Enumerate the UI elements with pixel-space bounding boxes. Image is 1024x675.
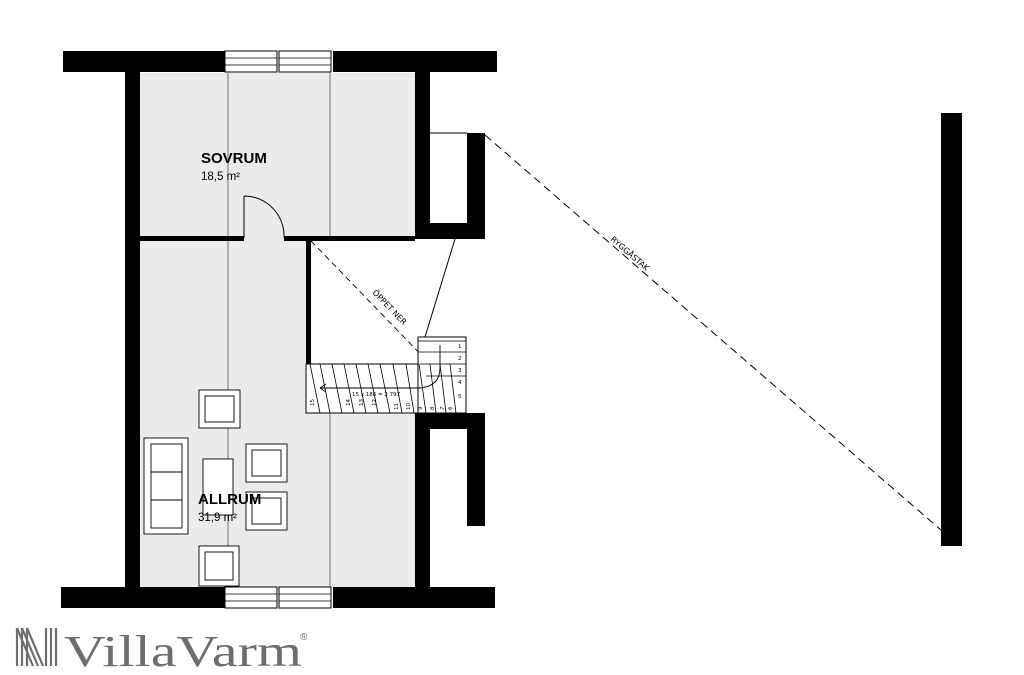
stair-diagonal <box>310 240 431 365</box>
wall-right-upper <box>415 72 430 239</box>
wall-bottom-right <box>333 587 495 608</box>
armchair <box>198 545 240 587</box>
stair-tread <box>367 363 379 414</box>
stair-tread <box>439 363 447 414</box>
allrum-floor-lower <box>308 413 415 587</box>
stair-step-number: 6 <box>448 406 454 410</box>
stair-step-number: 8 <box>430 406 436 410</box>
logo-mark-icon <box>15 627 58 667</box>
stair-tread <box>309 363 321 414</box>
wall-bottom-left <box>61 587 225 608</box>
sofa <box>143 437 189 535</box>
roof-dashed-line <box>484 134 942 531</box>
gable-wall <box>941 113 962 546</box>
stair-spec: 15 x 186 = 2 797 <box>352 392 401 398</box>
sovrum-floor <box>140 73 415 239</box>
wall-left <box>125 72 140 587</box>
stair-step-number: 7 <box>440 406 446 410</box>
partition-left <box>140 236 244 241</box>
dormer-lower-side <box>467 413 485 526</box>
stair-step-number: 4 <box>458 380 462 386</box>
stair-tread <box>355 363 367 414</box>
roof-ridge-label: RYGGÅSTAK <box>609 233 653 273</box>
stair-step-number: 11 <box>394 403 400 410</box>
stair-step-number: 13 <box>359 399 365 406</box>
logo-registered: ® <box>300 632 308 643</box>
stair-opening-floor <box>311 241 415 364</box>
partition-right <box>284 236 415 241</box>
door <box>243 195 285 239</box>
allrum-name: ALLRUM <box>198 491 261 508</box>
stair-step-number: 10 <box>406 403 412 410</box>
stair-tread <box>449 363 457 414</box>
window-bottom <box>224 586 332 609</box>
wall-top-right <box>333 51 497 72</box>
stair-tread <box>331 363 343 414</box>
stair-tread <box>319 363 331 414</box>
stair-tread <box>343 363 355 414</box>
stair-step-number: 3 <box>458 368 462 374</box>
armchair <box>245 491 288 531</box>
stair-step-number: 12 <box>372 399 378 406</box>
stair-tread <box>429 363 437 414</box>
logo-text: VillaVarm <box>64 627 302 675</box>
allrum-area: 31,9 m² <box>198 512 237 524</box>
coffee-table <box>202 458 234 516</box>
stair-step-number: 2 <box>458 356 462 362</box>
stair-tread <box>418 363 427 414</box>
stair-tread <box>392 363 403 414</box>
sovrum-name: SOVRUM <box>201 150 267 167</box>
window-top <box>224 50 332 73</box>
stair-step-number: 15 <box>310 399 316 406</box>
stair-step-number: 14 <box>346 399 352 406</box>
sovrum-area: 18,5 m² <box>201 171 240 183</box>
stair-opening-wall <box>306 241 311 364</box>
stair-railing <box>424 238 456 338</box>
stair-step-number: 5 <box>458 394 462 400</box>
stair-tread <box>405 363 415 414</box>
wall-right-lower <box>415 413 430 587</box>
armchair <box>198 389 241 429</box>
stair-tread <box>379 363 391 414</box>
armchair <box>245 443 288 483</box>
wall-top-left <box>63 51 225 72</box>
dormer-upper-side <box>467 133 485 239</box>
stair-step-number: 1 <box>458 344 462 350</box>
stair-step-number: 9 <box>418 406 424 410</box>
villavarm-logo: VillaVarm ® <box>15 627 308 675</box>
